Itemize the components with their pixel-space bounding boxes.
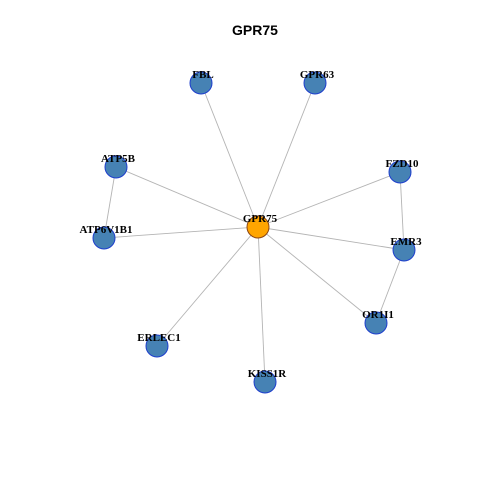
- node-gpr63: GPR63: [300, 69, 335, 95]
- node-circle: [246, 215, 270, 239]
- edge-gpr75-kiss1r: [257, 226, 266, 383]
- node-circle: [145, 334, 169, 358]
- node-emr3: EMR3: [390, 236, 422, 262]
- edge-atp5b-atp6v1b1: [103, 166, 117, 239]
- node-or1i1: OR1I1: [362, 309, 394, 335]
- node-circle: [388, 160, 412, 184]
- node-fbl: FBL: [189, 69, 214, 95]
- node-circle: [104, 155, 128, 179]
- node-label: GPR75: [243, 213, 278, 225]
- node-label: EMR3: [390, 236, 422, 248]
- node-kiss1r: KISS1R: [248, 368, 288, 394]
- edge-gpr75-gpr63: [257, 82, 316, 228]
- node-atp6v1b1: ATP6V1B1: [80, 224, 133, 250]
- edge-gpr75-atp5b: [115, 166, 259, 228]
- node-circle: [364, 311, 388, 335]
- node-circle: [392, 238, 416, 262]
- edge-gpr75-fbl: [200, 82, 259, 228]
- node-label: ATP6V1B1: [80, 224, 133, 236]
- edge-gpr75-erlec1: [156, 226, 259, 347]
- edge-emr3-or1i1: [375, 249, 405, 324]
- graph-title: GPR75: [232, 22, 278, 38]
- node-label: FZD10: [386, 158, 420, 170]
- edge-gpr75-or1i1: [257, 226, 377, 324]
- node-label: OR1I1: [362, 309, 394, 321]
- node-circle: [303, 71, 327, 95]
- node-circle: [189, 71, 213, 95]
- node-label: ERLEC1: [137, 332, 180, 344]
- node-circle: [253, 370, 277, 394]
- edge-gpr75-fzd10: [257, 171, 401, 228]
- node-label: FBL: [192, 69, 213, 81]
- edges-layer: [103, 82, 405, 383]
- edge-gpr75-emr3: [257, 226, 405, 251]
- node-label: ATP5B: [101, 153, 136, 165]
- node-fzd10: FZD10: [386, 158, 420, 184]
- node-gpr75: GPR75: [243, 213, 278, 239]
- node-atp5b: ATP5B: [101, 153, 136, 179]
- node-circle: [92, 226, 116, 250]
- node-label: GPR63: [300, 69, 335, 81]
- node-erlec1: ERLEC1: [137, 332, 181, 358]
- node-label: KISS1R: [248, 368, 288, 380]
- edge-gpr75-atp6v1b1: [103, 226, 259, 239]
- edge-fzd10-emr3: [399, 171, 405, 251]
